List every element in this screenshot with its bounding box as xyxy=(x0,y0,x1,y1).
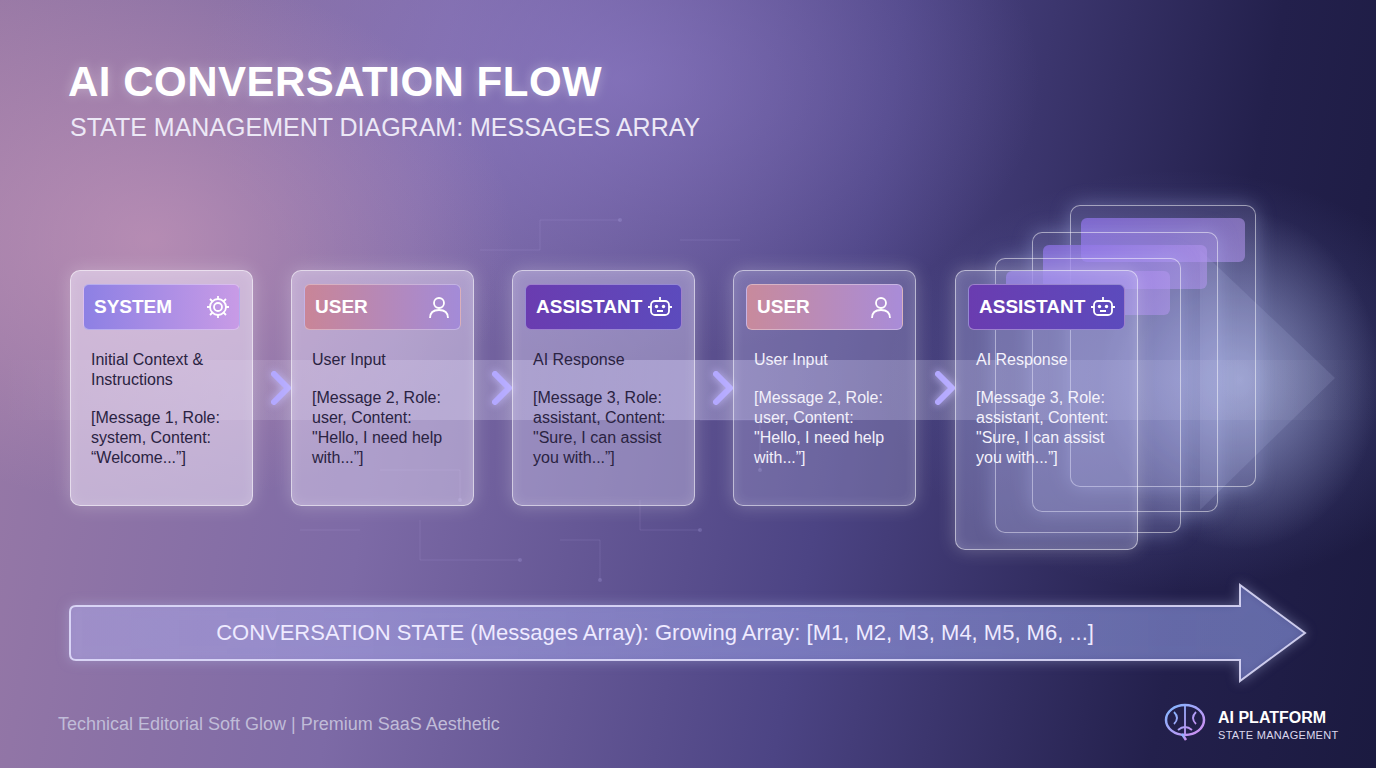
role-icon xyxy=(426,294,452,320)
role-label: ASSISTANT xyxy=(536,296,642,318)
message-content: [Message 2, Role: user, Content: "Hello,… xyxy=(746,388,903,468)
message-purpose: AI Response xyxy=(525,350,682,370)
state-label: CONVERSATION STATE (Messages Array): Gro… xyxy=(216,620,1094,646)
state-band: CONVERSATION STATE (Messages Array): Gro… xyxy=(70,606,1240,660)
message-card: SYSTEM Initial Context & Instructions [Mes… xyxy=(70,270,253,506)
flow-arrow xyxy=(919,374,952,402)
message-purpose: User Input xyxy=(304,350,461,370)
logo-name: AI PLATFORM xyxy=(1218,709,1326,727)
role-icon xyxy=(205,294,231,320)
message-purpose: User Input xyxy=(746,350,903,370)
role-label: USER xyxy=(757,296,810,318)
role-icon xyxy=(868,294,894,320)
message-purpose: Initial Context & Instructions xyxy=(83,350,240,390)
role-header: ASSISTANT xyxy=(525,284,682,330)
message-content: [Message 3, Role: assistant, Content: "S… xyxy=(968,388,1125,468)
role-label: USER xyxy=(315,296,368,318)
role-icon xyxy=(647,294,673,320)
flow-arrow xyxy=(477,374,509,402)
footer-note: Technical Editorial Soft Glow | Premium … xyxy=(58,714,500,735)
role-header: USER xyxy=(746,284,903,330)
role-label: SYSTEM xyxy=(94,296,172,318)
diagram-subtitle: STATE MANAGEMENT DIAGRAM: MESSAGES ARRAY xyxy=(70,113,700,142)
role-header: SYSTEM xyxy=(83,284,240,330)
flow-arrow xyxy=(256,374,288,402)
role-label: ASSISTANT xyxy=(979,296,1085,318)
flow-arrow xyxy=(698,374,730,402)
logo-tagline: STATE MANAGEMENT xyxy=(1218,729,1339,741)
role-header: ASSISTANT xyxy=(968,284,1125,330)
message-card: ASSISTANT AI Response [Message 3, Role: as… xyxy=(955,270,1138,550)
role-header: USER xyxy=(304,284,461,330)
message-card: USER User Input [Message 2, Role: user, Co… xyxy=(291,270,474,506)
brain-logo xyxy=(1162,702,1208,742)
message-content: [Message 3, Role: assistant, Content: "S… xyxy=(525,388,682,468)
message-content: [Message 1, Role: system, Content: “Welc… xyxy=(83,408,240,468)
message-card: ASSISTANT AI Response [Message 3, Role: as… xyxy=(512,270,695,506)
diagram-title: AI CONVERSATION FLOW xyxy=(68,58,602,106)
message-content: [Message 2, Role: user, Content: "Hello,… xyxy=(304,388,461,468)
message-purpose: AI Response xyxy=(968,350,1125,370)
role-icon xyxy=(1090,294,1116,320)
message-card: USER User Input [Message 2, Role: user, Co… xyxy=(733,270,916,506)
